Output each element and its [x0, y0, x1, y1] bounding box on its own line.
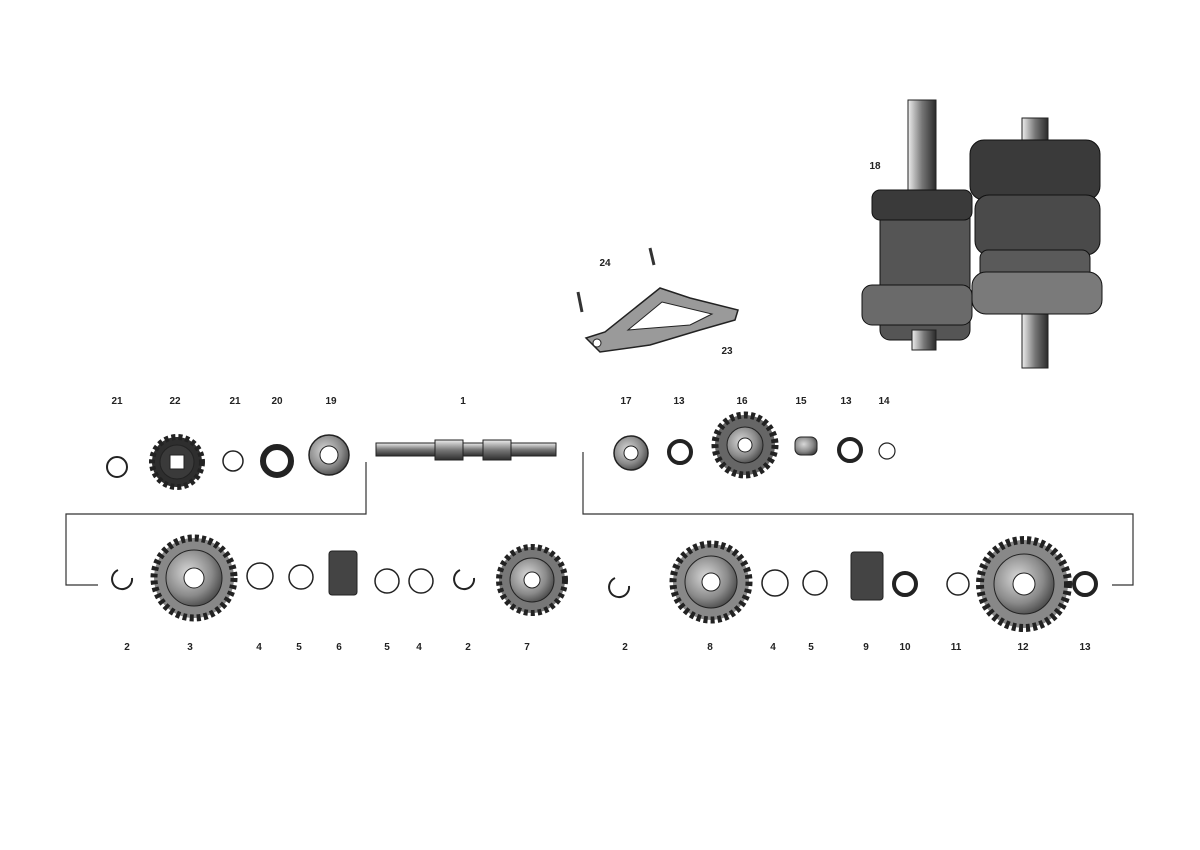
callout-2: 2 [465, 642, 471, 653]
callout-16: 16 [736, 396, 748, 407]
callout-4: 4 [256, 642, 262, 653]
main-shaft [375, 439, 557, 461]
callout-21: 21 [229, 396, 241, 407]
upper-parts-row [106, 411, 896, 490]
callout-23: 23 [721, 346, 733, 357]
lower-parts-row [111, 534, 1098, 632]
callout-11: 11 [950, 642, 962, 653]
callout-1: 1 [460, 396, 466, 407]
callout-9: 9 [863, 642, 869, 653]
callout-13: 13 [1079, 642, 1091, 653]
callout-17: 17 [620, 396, 632, 407]
connector-lines [65, 452, 1134, 586]
callout-5: 5 [296, 642, 302, 653]
callout-20: 20 [271, 396, 283, 407]
callout-2: 2 [622, 642, 628, 653]
callout-22: 22 [169, 396, 181, 407]
callout-5: 5 [384, 642, 390, 653]
callout-10: 10 [899, 642, 911, 653]
callout-3: 3 [187, 642, 193, 653]
callout-24: 24 [599, 258, 611, 269]
callout-21: 21 [111, 396, 123, 407]
callout-4: 4 [770, 642, 776, 653]
callout-15: 15 [795, 396, 807, 407]
callout-7: 7 [524, 642, 530, 653]
callout-2: 2 [124, 642, 130, 653]
callout-19: 19 [325, 396, 337, 407]
pins [576, 247, 656, 313]
gearbox-assembly [861, 99, 1103, 369]
callout-12: 12 [1017, 642, 1029, 653]
bracket-part [584, 287, 739, 353]
callout-6: 6 [336, 642, 342, 653]
callout-18: 18 [869, 161, 881, 172]
callout-5: 5 [808, 642, 814, 653]
callout-4: 4 [416, 642, 422, 653]
callout-8: 8 [707, 642, 713, 653]
callout-13: 13 [840, 396, 852, 407]
callout-14: 14 [878, 396, 890, 407]
callout-13: 13 [673, 396, 685, 407]
